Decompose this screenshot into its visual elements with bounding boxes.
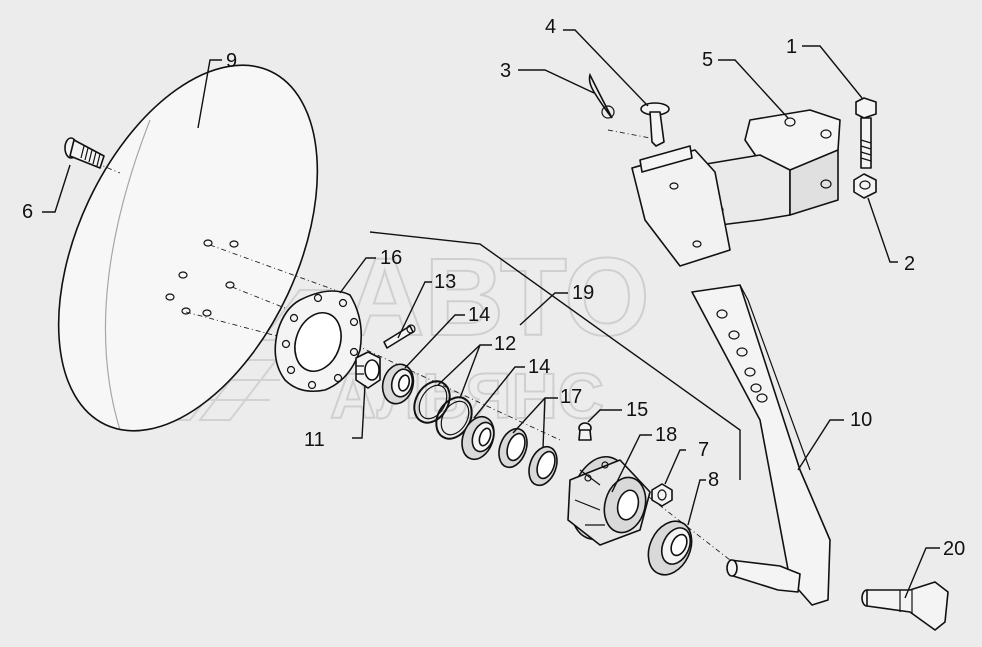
callout-7: 7 (698, 439, 709, 461)
callout-10: 10 (850, 409, 872, 431)
part-16-flange-plate (274, 290, 363, 393)
callout-8: 8 (708, 469, 719, 491)
callout-15: 15 (626, 399, 648, 421)
callout-1: 1 (786, 36, 797, 58)
part-14-bearing-a (381, 363, 415, 405)
callout-6: 6 (22, 201, 33, 223)
part-15-grease-nipple (578, 422, 592, 441)
part-3-spring-clip (588, 72, 615, 119)
part-2-nut (853, 173, 877, 199)
part-4-pin (640, 102, 670, 147)
flange-holes (281, 293, 359, 390)
callout-14b: 14 (528, 356, 550, 378)
callout-11: 11 (304, 429, 325, 451)
callout-2: 2 (904, 253, 915, 275)
part-8-seal (647, 520, 693, 576)
part-20-spindle (861, 581, 949, 631)
callout-3: 3 (500, 60, 511, 82)
part-19-rod-lines (369, 231, 741, 480)
arm-holes (716, 309, 768, 403)
callout-18: 18 (655, 424, 677, 446)
part-7-nut (651, 483, 673, 507)
part-17-seal-ring-b (528, 445, 558, 487)
callout-16: 16 (380, 247, 402, 269)
part-10-arm (691, 284, 831, 606)
callout-labels: 1 2 3 4 5 6 7 8 9 10 11 12 13 14 14 15 1… (22, 16, 965, 560)
part-18-hub (567, 455, 651, 546)
part-5-bracket (631, 109, 841, 267)
callout-9: 9 (226, 50, 237, 72)
callout-14a: 14 (468, 304, 490, 326)
callout-13: 13 (434, 271, 456, 293)
part-14-bearing-b (461, 415, 495, 461)
callout-4: 4 (545, 16, 556, 38)
callout-12: 12 (494, 333, 516, 355)
part-9-disc (57, 64, 319, 432)
part-11-castle-nut (355, 351, 381, 389)
callout-17: 17 (560, 386, 582, 408)
arm-axle (726, 559, 801, 593)
disc-bolt-holes (165, 239, 239, 317)
callout-19: 19 (572, 282, 594, 304)
callout-5: 5 (702, 49, 713, 71)
part-6-bolt (64, 137, 105, 169)
part-17-seal-ring-a (498, 427, 528, 469)
leader-lines (42, 29, 940, 599)
part-1-bolt (855, 97, 877, 169)
callout-20: 20 (943, 538, 965, 560)
